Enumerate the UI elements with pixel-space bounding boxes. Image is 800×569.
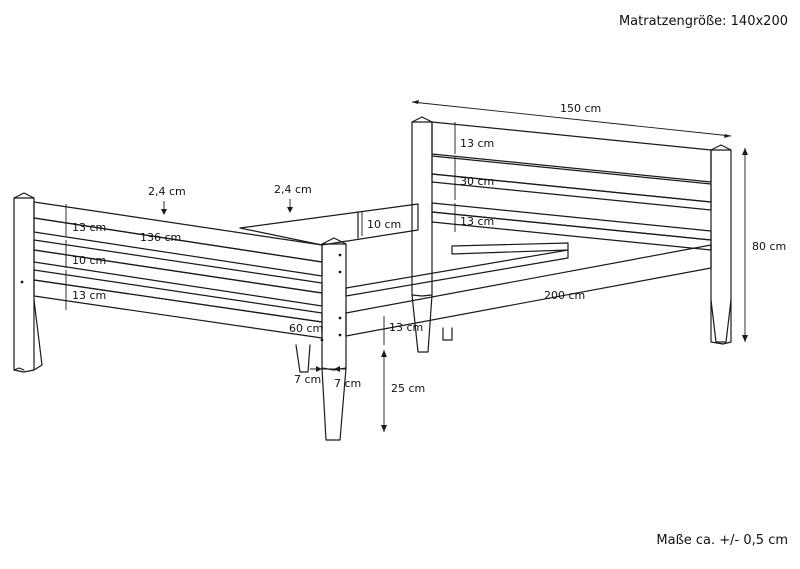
label-foot-board-top: 13 cm [72,221,106,234]
label-foot-board-middle: 10 cm [72,254,106,267]
dowel-hole-icon [20,280,24,284]
label-rail-height: 13 cm [389,321,423,334]
headboard [411,116,732,353]
label-foot-inner-width: 136 cm [140,231,181,244]
label-foot-board-bottom: 13 cm [72,289,106,302]
label-slat-height: 10 cm [367,218,401,231]
tolerance-caption: Maße ca. +/- 0,5 cm [656,533,788,548]
label-foot-height: 60 cm [289,322,323,335]
label-head-board-top: 13 cm [460,137,494,150]
side-rails [239,203,712,373]
label-head-height: 80 cm [752,240,786,253]
label-foot-thickness: 2,4 cm [148,185,186,198]
dimension-lines [65,100,748,432]
label-head-board-bottom: 13 cm [460,215,494,228]
label-head-width: 150 cm [560,102,601,115]
label-floor-clearance: 25 cm [391,382,425,395]
mattress-size-caption: Matratzengröße: 140x200 [618,14,788,29]
dimension-labels: 150 cm 80 cm 13 cm 30 cm 13 cm 2,4 cm 13… [72,102,786,395]
label-leg-width: 7 cm [334,377,361,390]
label-head-board-middle: 30 cm [460,175,494,188]
label-slat-thickness: 2,4 cm [274,183,312,196]
label-leg-depth: 7 cm [294,373,321,386]
label-length: 200 cm [544,289,585,302]
